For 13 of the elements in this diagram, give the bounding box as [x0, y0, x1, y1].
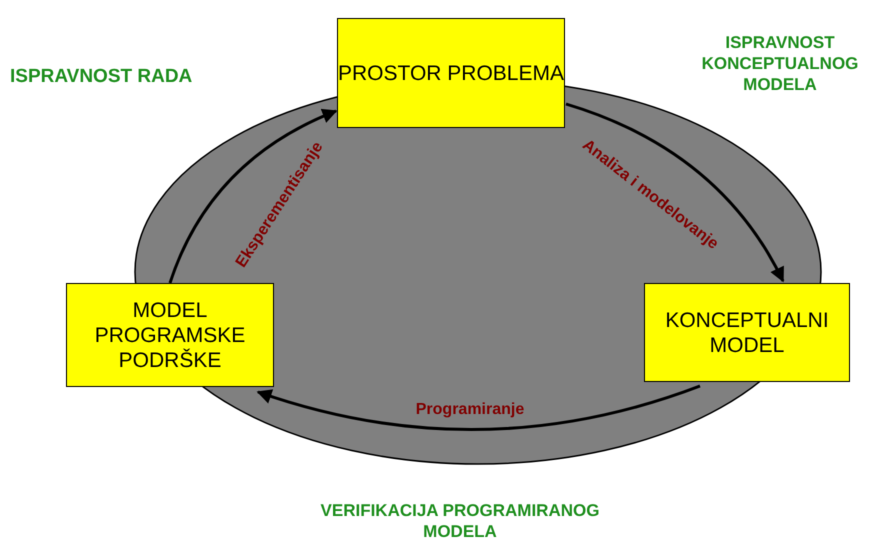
arrow: [566, 102, 784, 282]
edge-label: Programiranje: [416, 401, 524, 419]
arrow: [256, 384, 700, 431]
annotation-text: VERIFIKACIJA PROGRAMIRANOG MODELA: [320, 500, 600, 540]
process-box: [66, 283, 274, 387]
box-text: PROSTOR PROBLEMA: [338, 60, 564, 86]
process-box: [337, 18, 565, 128]
box-text: MODEL PROGRAMSKE PODRŠKE: [94, 298, 246, 372]
box-text: KONCEPTUALNI MODEL: [664, 308, 830, 358]
annotation-text: ISPRAVNOST KONCEPTUALNOG MODELA: [700, 32, 860, 95]
process-box: [644, 283, 850, 382]
annotation-text: ISPRAVNOST RADA: [10, 66, 194, 87]
arrow: [168, 109, 338, 284]
